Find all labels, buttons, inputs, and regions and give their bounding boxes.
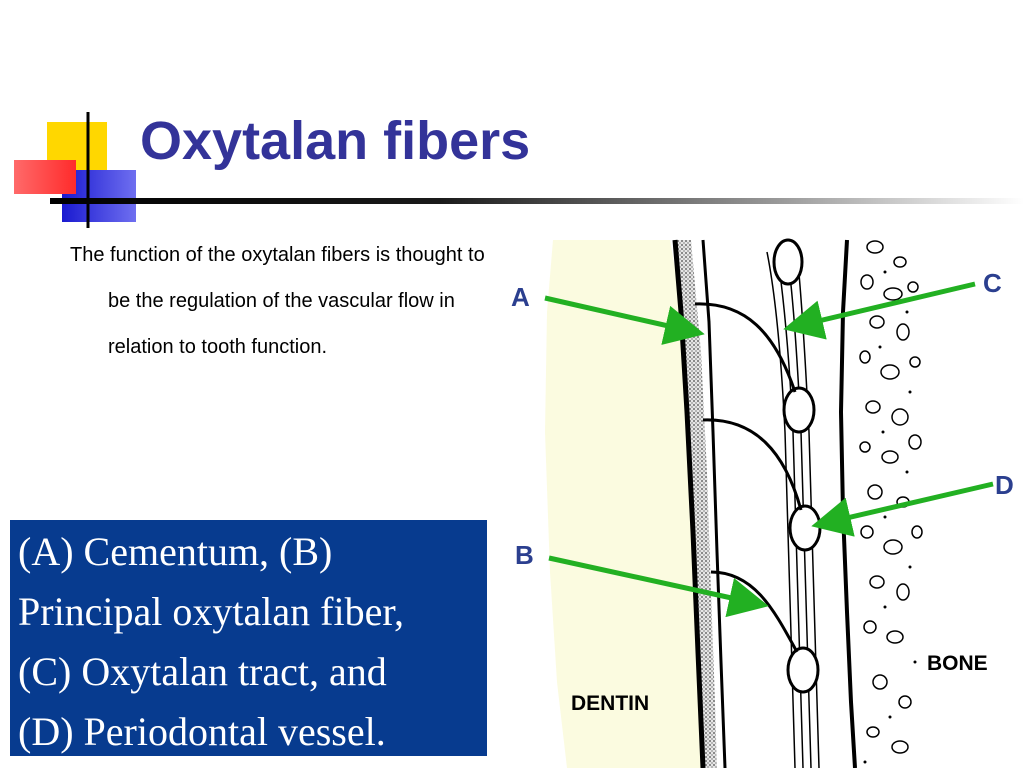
caption-line: Principal oxytalan fiber, [18,589,405,634]
label-b: B [515,540,534,570]
slide-title: Oxytalan fibers [140,111,531,171]
arrow-c [783,281,976,340]
arrow-b [548,555,769,618]
body-text-bullet: The function of the oxytalan fibers is t… [70,244,485,358]
body-text-list: The function of the oxytalan fibers is t… [70,232,495,370]
bone-texture [859,240,923,754]
caption-line: (C) Oxytalan tract, and [18,649,387,694]
dentin-region [545,240,705,768]
label-c: C [983,268,1002,298]
caption-line: (D) Periodontal vessel. [18,709,386,754]
bone-dots [863,270,917,764]
label-d: D [995,470,1014,500]
caption-line: (A) Cementum, (B) [18,529,333,574]
bone-wall-line [838,239,857,768]
arrow-d [811,481,994,537]
oxytalan-fiber-diagram: A C D B DENTIN BONE [511,238,1014,768]
label-bone: BONE [927,652,988,675]
diagram-arrows [544,281,994,618]
arrow-a [544,295,705,345]
cementum-inner-line [701,239,727,768]
label-a: A [511,282,530,312]
corner-decoration [14,112,140,228]
cementum-outer-line [672,239,706,768]
label-dentin: DENTIN [571,692,649,715]
caption-box: (A) Cementum, (B) Principal oxytalan fib… [10,520,487,756]
title-underline [50,198,1024,204]
